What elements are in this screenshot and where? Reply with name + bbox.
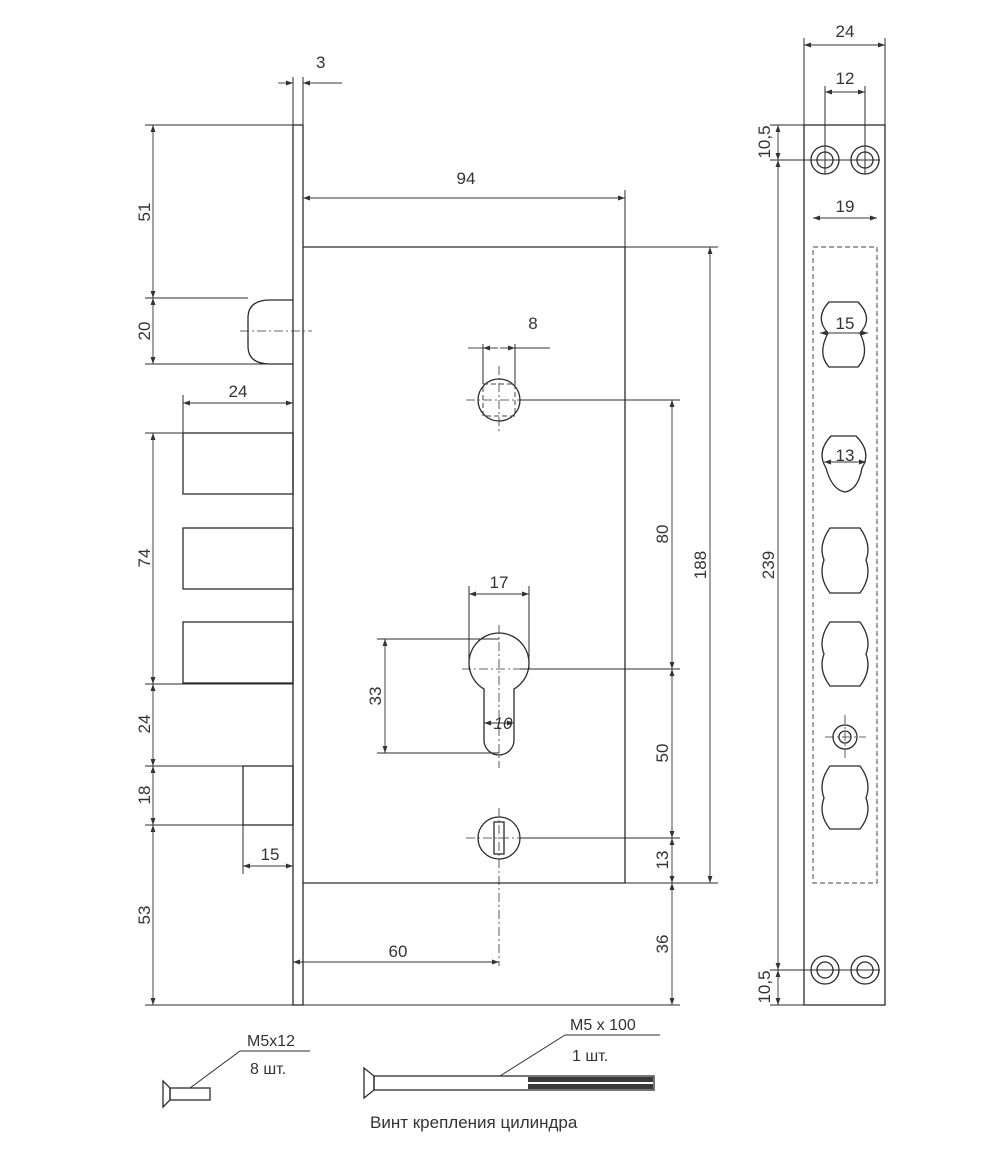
front-plate <box>803 124 886 1006</box>
small-bolt-hole <box>821 435 867 493</box>
body-recess-outline <box>812 246 878 884</box>
dim-lower-bolt: 18 <box>135 786 154 805</box>
long-screw-caption: Винт крепления цилиндра <box>370 1113 578 1132</box>
dim-cylinder-slot: 10 <box>494 714 513 733</box>
dim-plate-length: 239 <box>759 551 778 579</box>
dim-lower-bolt-throw: 15 <box>261 845 280 864</box>
bolt-hole-2 <box>821 621 869 687</box>
dim-spindle-to-cylinder: 80 <box>653 525 672 544</box>
lock-case <box>303 246 626 884</box>
long-screw-qty: 1 шт. <box>572 1048 608 1065</box>
front-plate-view <box>803 124 886 1006</box>
dim-top-hole-offset: 10,5 <box>755 125 774 158</box>
bolt-hole-3 <box>821 765 869 830</box>
dim-cylinder-to-lower: 50 <box>653 744 672 763</box>
dim-screw-spacing: 12 <box>836 69 855 88</box>
dim-bolt-to-lower: 24 <box>135 715 154 734</box>
long-screw <box>363 1066 655 1100</box>
dim-latch-height: 20 <box>135 322 154 341</box>
dim-hole-small: 13 <box>836 446 855 465</box>
latch-hole <box>820 301 868 368</box>
dim-lower-to-body-bottom: 13 <box>653 851 672 870</box>
short-screw-qty: 8 шт. <box>250 1061 286 1078</box>
dim-bottom-span: 53 <box>135 906 154 925</box>
dim-bolts-span: 74 <box>135 549 154 568</box>
dead-bolt-1 <box>182 432 294 495</box>
lower-dead-bolt <box>242 765 294 826</box>
dim-faceplate-thickness: 3 <box>316 53 325 72</box>
dim-plate-width: 24 <box>836 22 855 41</box>
dim-spindle-square: 8 <box>528 314 537 333</box>
dim-top-to-latch: 51 <box>135 203 154 222</box>
latch-bolt <box>247 299 293 365</box>
dim-body-width: 94 <box>457 169 476 188</box>
faceplate <box>292 124 304 1006</box>
dim-body-bottom-to-end: 36 <box>653 935 672 954</box>
dim-bolt-throw: 24 <box>229 382 248 401</box>
dim-bottom-hole-offset: 10,5 <box>755 970 774 1003</box>
dim-recess-width: 19 <box>836 197 855 216</box>
dim-backset: 60 <box>389 942 408 961</box>
bolt-hole-1 <box>821 527 869 594</box>
screws: M5x12 8 шт. M5 x 100 1 шт. Винт креплени… <box>162 1017 660 1132</box>
short-screw <box>162 1079 211 1109</box>
dimensions-side: 3 51 20 74 24 18 53 24 15 94 <box>135 53 718 1006</box>
long-screw-size: M5 x 100 <box>570 1017 636 1034</box>
dead-bolt-2 <box>182 527 294 590</box>
dim-cylinder-width: 17 <box>490 573 509 592</box>
dim-cylinder-height: 33 <box>366 687 385 706</box>
short-screw-size: M5x12 <box>247 1033 295 1050</box>
dead-bolt-3 <box>182 621 294 684</box>
lock-side-view <box>182 124 626 1006</box>
dimensions-front: 24 12 10,5 19 15 13 239 10,5 <box>755 22 886 1006</box>
dim-body-height: 188 <box>691 551 710 579</box>
dim-hole-large: 15 <box>836 314 855 333</box>
